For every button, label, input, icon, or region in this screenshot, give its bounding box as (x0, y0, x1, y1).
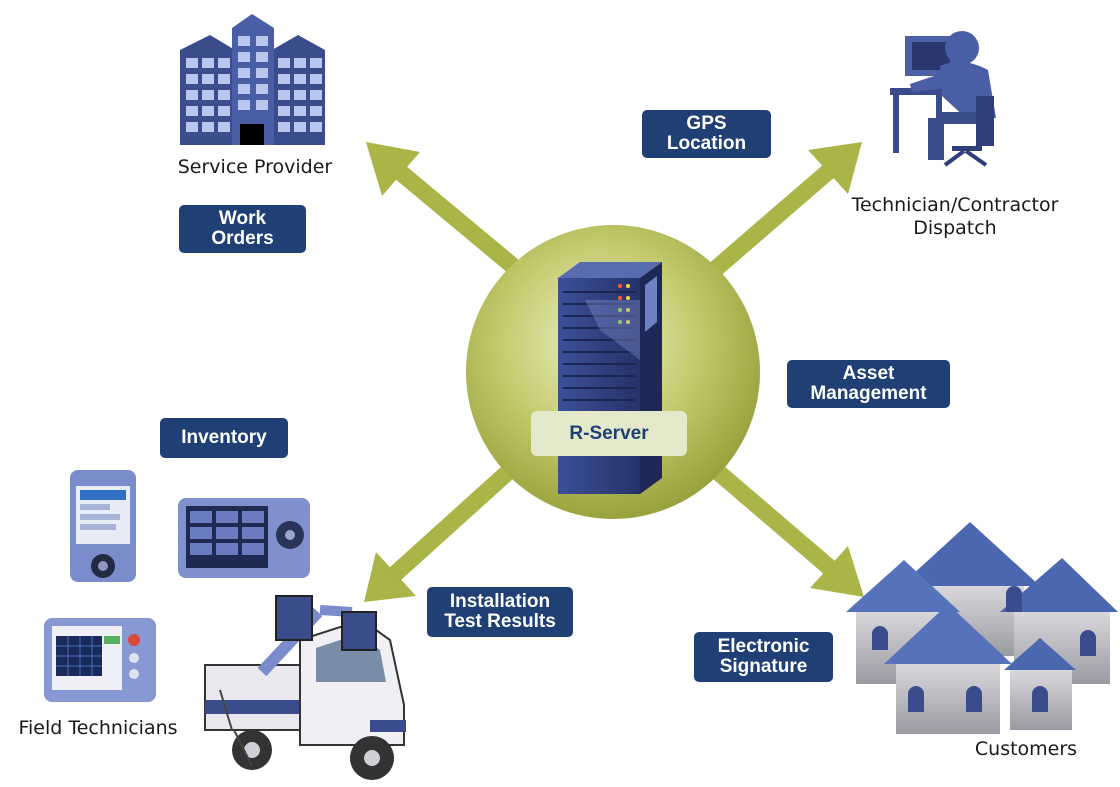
meter-tester-icon (44, 618, 156, 702)
arrow-to-dispatch (706, 142, 862, 279)
badge-work-orders: Work Orders (179, 205, 306, 253)
service-provider-label: Service Provider (177, 156, 333, 178)
arrow-to-customers (712, 465, 864, 597)
customers-label: Customers (974, 738, 1078, 760)
dispatcher-icon (890, 31, 996, 167)
dispatch-label: Technician/Contractor Dispatch (851, 194, 1059, 239)
arrow-to-field-technicians (364, 465, 514, 602)
bucket-truck-icon (204, 595, 406, 780)
arrow-to-service-provider (366, 142, 526, 279)
badge-electronic-signature: Electronic Signature (694, 632, 833, 682)
handheld-tester-icon (70, 470, 136, 582)
server-icon (558, 262, 662, 494)
tablet-tester-icon (178, 498, 310, 578)
badge-gps-location: GPS Location (642, 110, 771, 158)
hub-label: R-Server (531, 411, 687, 456)
badge-inventory: Inventory (160, 418, 288, 458)
service-provider-building-icon (180, 14, 325, 145)
badge-installation-test-results: Installation Test Results (427, 587, 573, 637)
badge-asset-management: Asset Management (787, 360, 950, 408)
customers-houses-icon (846, 522, 1118, 734)
field-technicians-label: Field Technicians (18, 717, 178, 739)
